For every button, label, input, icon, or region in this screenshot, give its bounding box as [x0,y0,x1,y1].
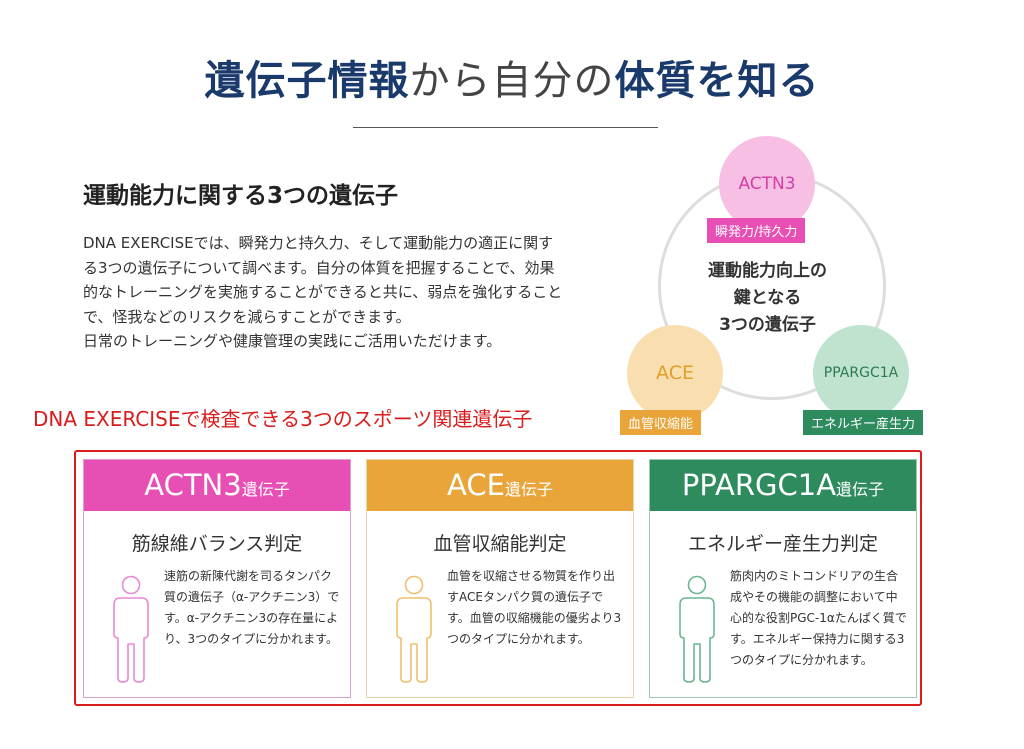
card-gene-suffix: 遺伝子 [241,480,290,499]
center-line: 鍵となる [733,288,802,308]
person-icon [113,575,149,683]
diagram-center-text: 運動能力向上の 鍵となる 3つの遺伝子 [680,258,855,339]
card-header: PPARGC1A遺伝子 [650,460,916,511]
cards-frame [74,450,922,706]
page-title: 遺伝子情報から自分の体質を知る [0,48,1024,106]
card-header: ACE遺伝子 [367,460,633,511]
gene-diagram: 運動能力向上の 鍵となる 3つの遺伝子 ACTN3 ACE PPARGC1A 瞬… [610,130,940,440]
section-heading: 運動能力に関する3つの遺伝子 [83,183,399,209]
ppargc1a-tag: エネルギー産生力 [803,410,924,435]
card-gene: PPARGC1A [681,468,837,502]
card-gene-suffix: 遺伝子 [836,480,885,499]
intro-text: DNA EXERCISEでは、瞬発力と持久力、そして運動能力の適正に関する3つの… [83,231,563,354]
card-title: 筋線維バランス判定 [131,533,303,555]
title-part-3: 体質を知る [614,58,820,104]
gene-card-ace: ACE遺伝子 血管収縮能判定 血管を収縮させる物質を作り出すACEタンパク質の遺… [366,459,634,698]
person-icon [396,575,432,683]
tests-heading: DNA EXERCISEで検査できる3つのスポーツ関連遺伝子 [33,407,533,431]
card-gene: ACE [447,468,505,502]
gene-card-ppargc1a: PPARGC1A遺伝子 エネルギー産生力判定 筋肉内のミトコンドリアの生合成やそ… [649,459,917,698]
title-divider [353,127,658,128]
center-line: 3つの遺伝子 [719,315,816,335]
ace-tag: 血管収縮能 [620,410,702,435]
actn3-bubble: ACTN3 [719,136,815,232]
card-description: 速筋の新陳代謝を司るタンパク質の遺伝子（α-アクチニン3）です。α-アクチニン3… [164,569,340,646]
intro-paragraph-2: 日常のトレーニングや健康管理の実践にご活用いただけます。 [83,332,502,350]
title-part-2: から自分の [409,58,615,104]
center-line: 運動能力向上の [708,261,827,281]
card-title: エネルギー産生力判定 [687,533,878,555]
ace-bubble: ACE [627,325,723,421]
ppargc1a-bubble: PPARGC1A [813,325,909,421]
gene-card-actn3: ACTN3遺伝子 筋線維バランス判定 速筋の新陳代謝を司るタンパク質の遺伝子（α… [83,459,351,698]
card-description: 血管を収縮させる物質を作り出すACEタンパク質の遺伝子です。血管の収縮機能の優劣… [447,569,622,646]
card-title: 血管収縮能判定 [433,533,567,555]
card-gene-suffix: 遺伝子 [504,480,553,499]
card-gene: ACTN3 [144,468,242,502]
person-icon [679,575,715,683]
actn3-tag: 瞬発力/持久力 [707,218,806,243]
intro-paragraph-1: DNA EXERCISEでは、瞬発力と持久力、そして運動能力の適正に関する3つの… [83,234,563,326]
title-part-1: 遺伝子情報 [204,58,410,104]
card-description: 筋肉内のミトコンドリアの生合成やその機能の調整において中心的な役割PGC-1αた… [730,569,907,667]
card-header: ACTN3遺伝子 [84,460,350,511]
